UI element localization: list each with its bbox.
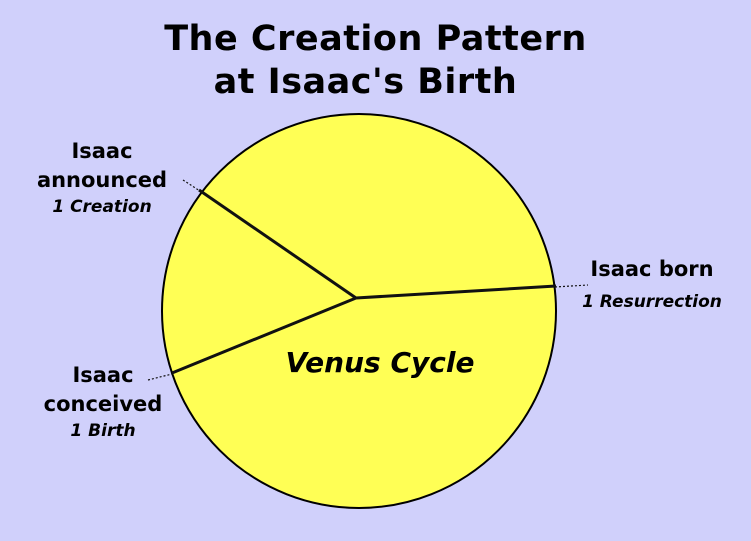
label-born-line1: Isaac born (590, 257, 714, 281)
label-announced: Isaac announced 1 Creation (22, 137, 182, 219)
divider-announced (198, 188, 357, 300)
title-line-1: The Creation Pattern (164, 19, 587, 59)
pie-circle (161, 113, 557, 509)
label-announced-line2: announced (36, 168, 168, 192)
divider-born (355, 284, 557, 300)
leader-born (554, 284, 589, 288)
label-announced-event: 1 Creation (52, 197, 152, 217)
label-born: Isaac born 1 Resurrection (562, 255, 742, 314)
title-line-2: at Isaac's Birth (213, 62, 518, 102)
center-label: Venus Cycle (285, 346, 475, 379)
label-conceived: Isaac conceived 1 Birth (28, 361, 178, 443)
label-conceived-line1: Isaac (72, 363, 134, 387)
label-conceived-line2: conceived (43, 392, 163, 416)
label-announced-line1: Isaac (71, 139, 133, 163)
label-conceived-event: 1 Birth (70, 421, 136, 441)
divider-conceived (171, 296, 357, 375)
label-born-event: 1 Resurrection (582, 292, 722, 312)
leader-conceived (147, 373, 173, 381)
diagram-title: The Creation Pattern at Isaac's Birth (0, 18, 751, 104)
leader-announced (182, 179, 201, 192)
